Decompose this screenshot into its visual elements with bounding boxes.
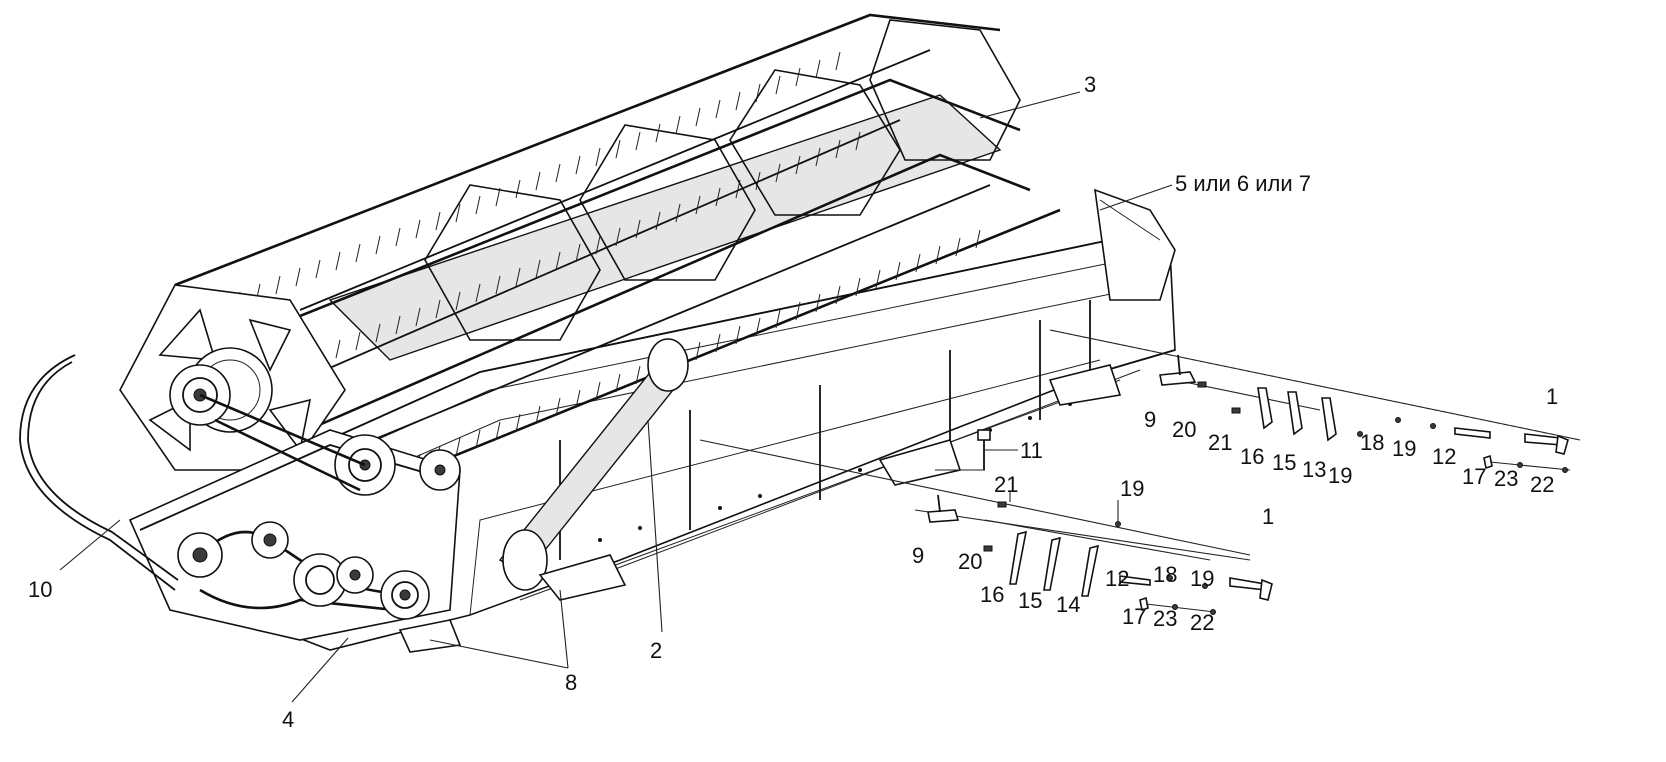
callout-13: 13 bbox=[1302, 457, 1326, 482]
callout-11: 11 bbox=[1020, 438, 1043, 463]
callout-16-lower: 16 bbox=[980, 582, 1004, 607]
callout-18-upper: 18 bbox=[1360, 430, 1384, 455]
callout-3: 3 bbox=[1084, 72, 1096, 97]
callout-8: 8 bbox=[565, 670, 577, 695]
callout-23-upper: 23 bbox=[1494, 466, 1518, 491]
callout-10: 10 bbox=[28, 577, 52, 602]
callout-23-lower: 23 bbox=[1153, 606, 1177, 631]
callout-17-lower: 17 bbox=[1122, 604, 1146, 629]
callout-18-lower: 18 bbox=[1153, 562, 1177, 587]
callout-12-upper: 12 bbox=[1432, 444, 1456, 469]
callout-22-lower: 22 bbox=[1190, 610, 1214, 635]
callout-19-upper-a: 19 bbox=[1328, 463, 1352, 488]
drive-shaft bbox=[498, 338, 689, 591]
drive-side bbox=[128, 364, 461, 641]
leader-lines bbox=[59, 91, 1173, 703]
callout-20-upper: 20 bbox=[1172, 417, 1196, 442]
callout-19-lower-top: 19 bbox=[1120, 476, 1144, 501]
callout-19-upper-b: 19 bbox=[1392, 436, 1416, 461]
lift-brackets bbox=[398, 364, 1122, 653]
callout-labels: 3 5 или 6 или 7 10 4 8 2 11 21 19 9 20 1… bbox=[28, 72, 1558, 732]
callout-2: 2 bbox=[650, 638, 662, 663]
callout-1-upper: 1 bbox=[1546, 384, 1558, 409]
callout-21-upper: 21 bbox=[1208, 430, 1232, 455]
reel bbox=[119, 13, 1061, 492]
callout-22-upper: 22 bbox=[1530, 472, 1554, 497]
callout-19-lower: 19 bbox=[1190, 566, 1214, 591]
callout-15-lower: 15 bbox=[1018, 588, 1042, 613]
crop-divider-rod bbox=[19, 354, 179, 591]
callout-14: 14 bbox=[1056, 592, 1080, 617]
callout-12-lower: 12 bbox=[1105, 566, 1129, 591]
callout-9-lower: 9 bbox=[912, 543, 924, 568]
callout-17-upper: 17 bbox=[1462, 464, 1486, 489]
exploded-kit-upper bbox=[1049, 329, 1581, 473]
callout-5-6-7: 5 или 6 или 7 bbox=[1175, 171, 1311, 196]
callout-4: 4 bbox=[282, 707, 294, 732]
callout-20-lower: 20 bbox=[958, 549, 982, 574]
callout-1-lower: 1 bbox=[1262, 504, 1274, 529]
callout-15-upper: 15 bbox=[1272, 450, 1296, 475]
exploded-kit-lower bbox=[699, 429, 1273, 615]
callout-9-upper: 9 bbox=[1144, 407, 1156, 432]
callout-16-upper: 16 bbox=[1240, 444, 1264, 469]
callout-21-lower: 21 bbox=[994, 472, 1018, 497]
